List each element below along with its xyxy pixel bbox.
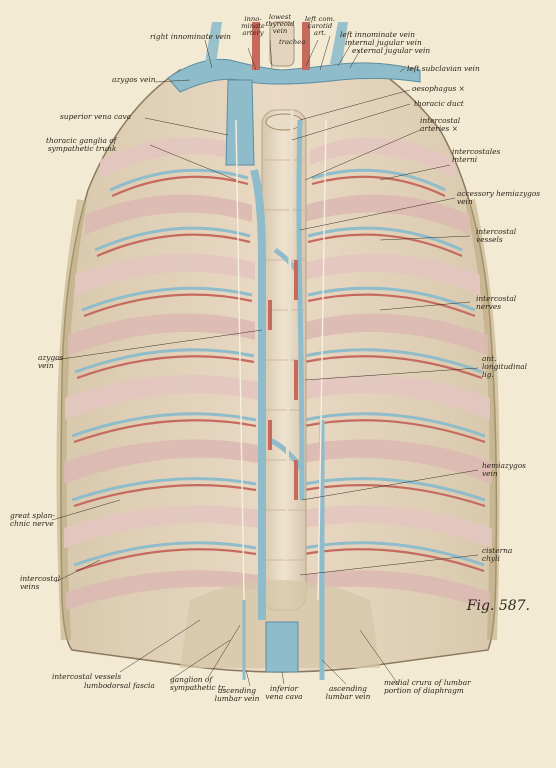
label-intercostal-nerves-text: intercostal nerves (476, 294, 517, 311)
azygos-vein (250, 168, 267, 620)
label-ascending-lumbar-vein-left-text: ascending lumbar vein (214, 686, 260, 703)
superior-vena-cava (225, 79, 255, 166)
label-accessory-hemiazygos-vein: accessory hemiazygos vein (457, 190, 540, 206)
label-great-splanchnic-nerve-text: great splan- chnic nerve (10, 511, 55, 528)
ribs (64, 137, 492, 610)
label-cisterna-chyli: cisterna chyli (482, 547, 512, 563)
label-ascending-lumbar-vein-left: ascending lumbar vein (212, 687, 262, 703)
label-cisterna-chyli-text: cisterna chyli (482, 546, 513, 563)
label-intercostal-vessels-right-text: intercostal vessels (476, 227, 517, 244)
label-hemiazygos-vein-text: hemiazygos vein (482, 461, 526, 478)
label-hemiazygos-vein: hemiazygos vein (482, 462, 526, 478)
intercostal-vessels (71, 168, 486, 573)
label-great-splanchnic-nerve: great splan- chnic nerve (10, 512, 55, 528)
label-left-innominate-vein: left innominate vein (340, 30, 416, 39)
label-accessory-hemiazygos-vein-text: accessory hemiazygos vein (457, 189, 541, 206)
label-intercostal-vessels-bottom: intercostal vessels (52, 672, 122, 681)
label-superior-vena-cava: superior vena cava (60, 112, 132, 121)
label-medial-crura: medial crura of lumbar portion of diaphr… (384, 679, 471, 695)
label-intercostal-veins-text: intercostal veins (20, 574, 61, 591)
label-right-innominate-vein: right innominate vein (150, 32, 231, 41)
label-ascending-lumbar-vein-right: ascending lumbar vein (320, 685, 376, 701)
label-intercostal-nerves: intercostal nerves (476, 295, 516, 311)
label-internal-jugular-vein: internal jugular vein (345, 38, 422, 47)
figure-number: Fig. 587. (466, 598, 530, 614)
label-oesophagus: oesophagus × (412, 84, 465, 93)
label-azygos-vein-left-text: azygos vein (38, 353, 64, 370)
label-left-common-carotid-text: left com. carotid art. (304, 15, 336, 37)
label-intercostal-arteries: intercostal arteries × (420, 117, 460, 133)
label-lowest-thyreoid-vein: lowest thyreoid vein (264, 14, 296, 35)
label-thoracic-ganglia-text: thoracic ganglia of sympathetic trunk (46, 136, 117, 153)
label-azygos-vein-top: azygos vein (112, 75, 156, 84)
label-inferior-vena-cava: inferior vena cava (262, 685, 306, 701)
label-intercostal-arteries-text: intercostal arteries × (420, 116, 461, 133)
label-innominate-artery: inno- minate artery (238, 16, 268, 37)
label-ascending-lumbar-vein-right-text: ascending lumbar vein (325, 684, 371, 701)
label-left-subclavian-vein: left subclavian vein (407, 64, 480, 73)
label-inferior-vena-cava-text: inferior vena cava (265, 684, 303, 701)
label-ant-longitudinal-lig: ant. longitudinal lig. (482, 355, 527, 379)
label-medial-crura-text: medial crura of lumbar portion of diaphr… (384, 678, 471, 695)
label-external-jugular-vein: external jugular vein (352, 46, 431, 55)
label-intercostal-vessels-right: intercostal vessels (476, 228, 516, 244)
label-intercostal-veins: intercostal veins (20, 575, 60, 591)
label-trachea: trachea (279, 38, 306, 46)
label-ganglion-sympathetic-text: ganglion of sympathetic tr. (170, 675, 227, 692)
label-lumbodorsal-fascia: lumbodorsal fascia (84, 681, 155, 690)
label-thoracic-duct: thoracic duct (414, 99, 464, 108)
label-innominate-artery-text: inno- minate artery (241, 15, 265, 37)
label-ant-longitudinal-lig-text: ant. longitudinal lig. (482, 354, 528, 379)
label-thoracic-ganglia: thoracic ganglia of sympathetic trunk (46, 137, 116, 153)
label-left-common-carotid: left com. carotid art. (304, 16, 336, 37)
inferior-vena-cava (265, 621, 299, 673)
label-azygos-vein-left: azygos vein (38, 354, 63, 370)
label-intercostales-interni-text: intercostales interni (452, 147, 501, 164)
label-ganglion-sympathetic: ganglion of sympathetic tr. (170, 676, 226, 692)
label-lowest-thyreoid-vein-text: lowest thyreoid vein (265, 13, 295, 35)
label-intercostales-interni: intercostales interni (452, 148, 500, 164)
